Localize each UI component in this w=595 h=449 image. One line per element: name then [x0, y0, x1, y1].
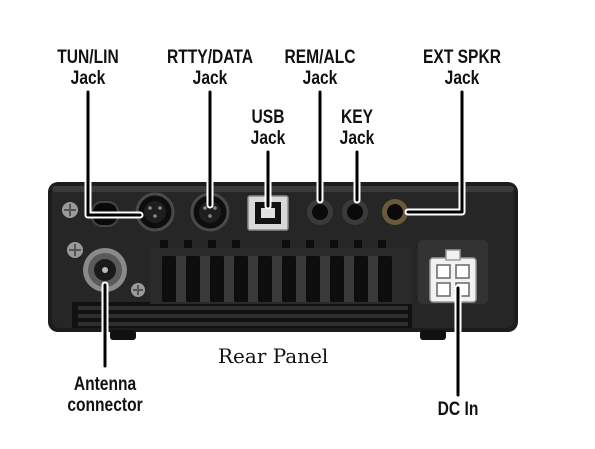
usb-label: USB Jack	[250, 107, 286, 149]
usb-jack-icon	[247, 195, 289, 231]
rem-alc-jack-icon	[307, 199, 333, 225]
ext-spkr-label: EXT SPKR Jack	[423, 47, 501, 89]
rtty-data-label: RTTY/DATA Jack	[167, 47, 253, 89]
key-jack-icon	[342, 199, 368, 225]
callout-lines	[84, 88, 466, 399]
antenna-label: Antenna connector	[67, 374, 143, 416]
heatsink	[150, 240, 412, 304]
ext-spkr-callout-line	[406, 90, 464, 214]
screw-icon	[62, 202, 145, 297]
dc-in-socket-icon	[418, 240, 488, 304]
antenna-connector-icon	[83, 248, 127, 292]
rear-panel-caption: Rear Panel	[218, 344, 329, 368]
key-label: KEY Jack	[339, 107, 375, 149]
rem-alc-label: REM/ALC Jack	[284, 47, 356, 89]
ext-spkr-jack-icon	[382, 199, 408, 225]
dc-in-label: DC In	[437, 399, 479, 420]
tun-lin-label: TUN/LIN Jack	[57, 47, 119, 89]
tun-lin-jack-icon	[135, 192, 175, 232]
tun-lin-callout-line	[86, 90, 142, 217]
